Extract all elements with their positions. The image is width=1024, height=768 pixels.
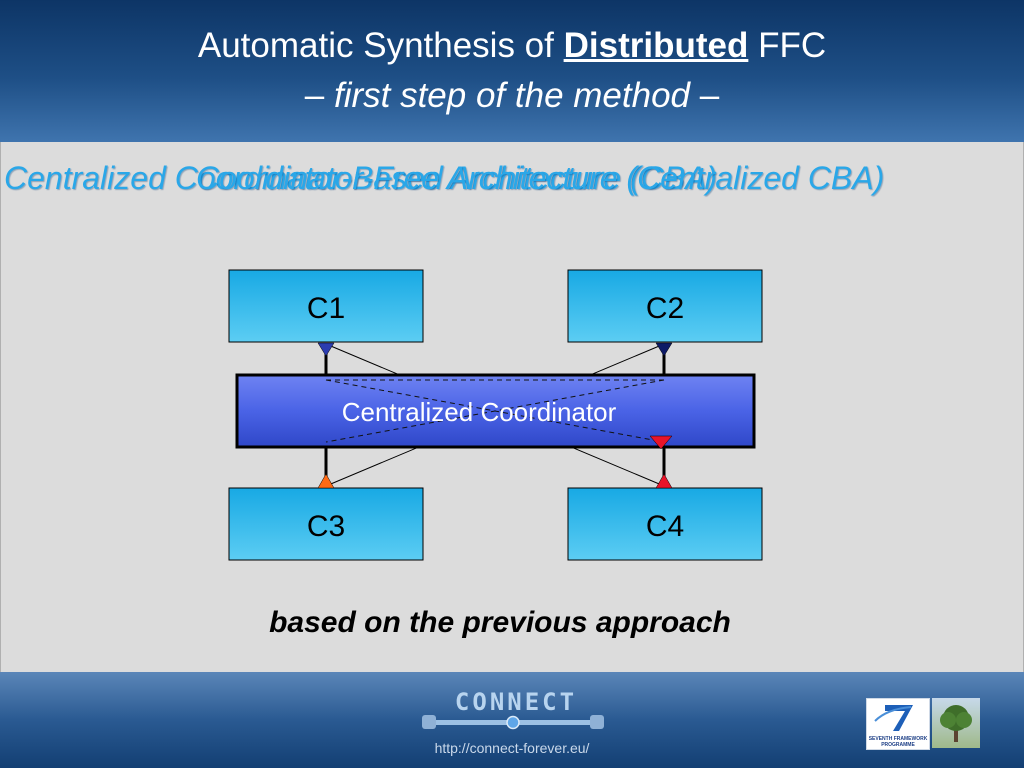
architecture-title-cba: Centralized Coordinator-Based Architectu… [4,160,718,196]
caption-text: based on the previous approach [269,606,731,639]
slide-subtitle: – first step of the method – [0,76,1024,116]
architecture-title-free: Coordinator-Free Architecture (Centraliz… [196,160,885,196]
title-emphasis: Distributed [563,26,749,65]
connect-logo-text: CONNECT [454,688,578,716]
title-text-part: FFC [748,26,827,65]
tree-logo-icon [932,698,980,748]
subtitle-dash: – [304,76,334,115]
footer-url: http://connect-forever.eu/ [434,740,590,756]
slide-header: Automatic Synthesis of Distributed FFC –… [0,0,1024,142]
slide-title: Automatic Synthesis of Distributed FFC [0,26,1024,66]
architecture-title-overlap: Centralized Coordinator-Based Architectu… [0,160,1024,204]
fp7-logo-icon [874,705,913,731]
title-text-part: Automatic Synthesis of [197,26,564,65]
slide-footer [0,672,1024,768]
subtitle-dash: – [690,76,720,115]
subtitle-italic: first step of the method [333,76,690,115]
fp7-label: SEVENTH FRAMEWORK PROGRAMME [868,736,928,748]
slide-content [0,142,1024,672]
connect-logo-icon [422,715,604,730]
fp7-badge: SEVENTH FRAMEWORK PROGRAMME [866,698,930,750]
